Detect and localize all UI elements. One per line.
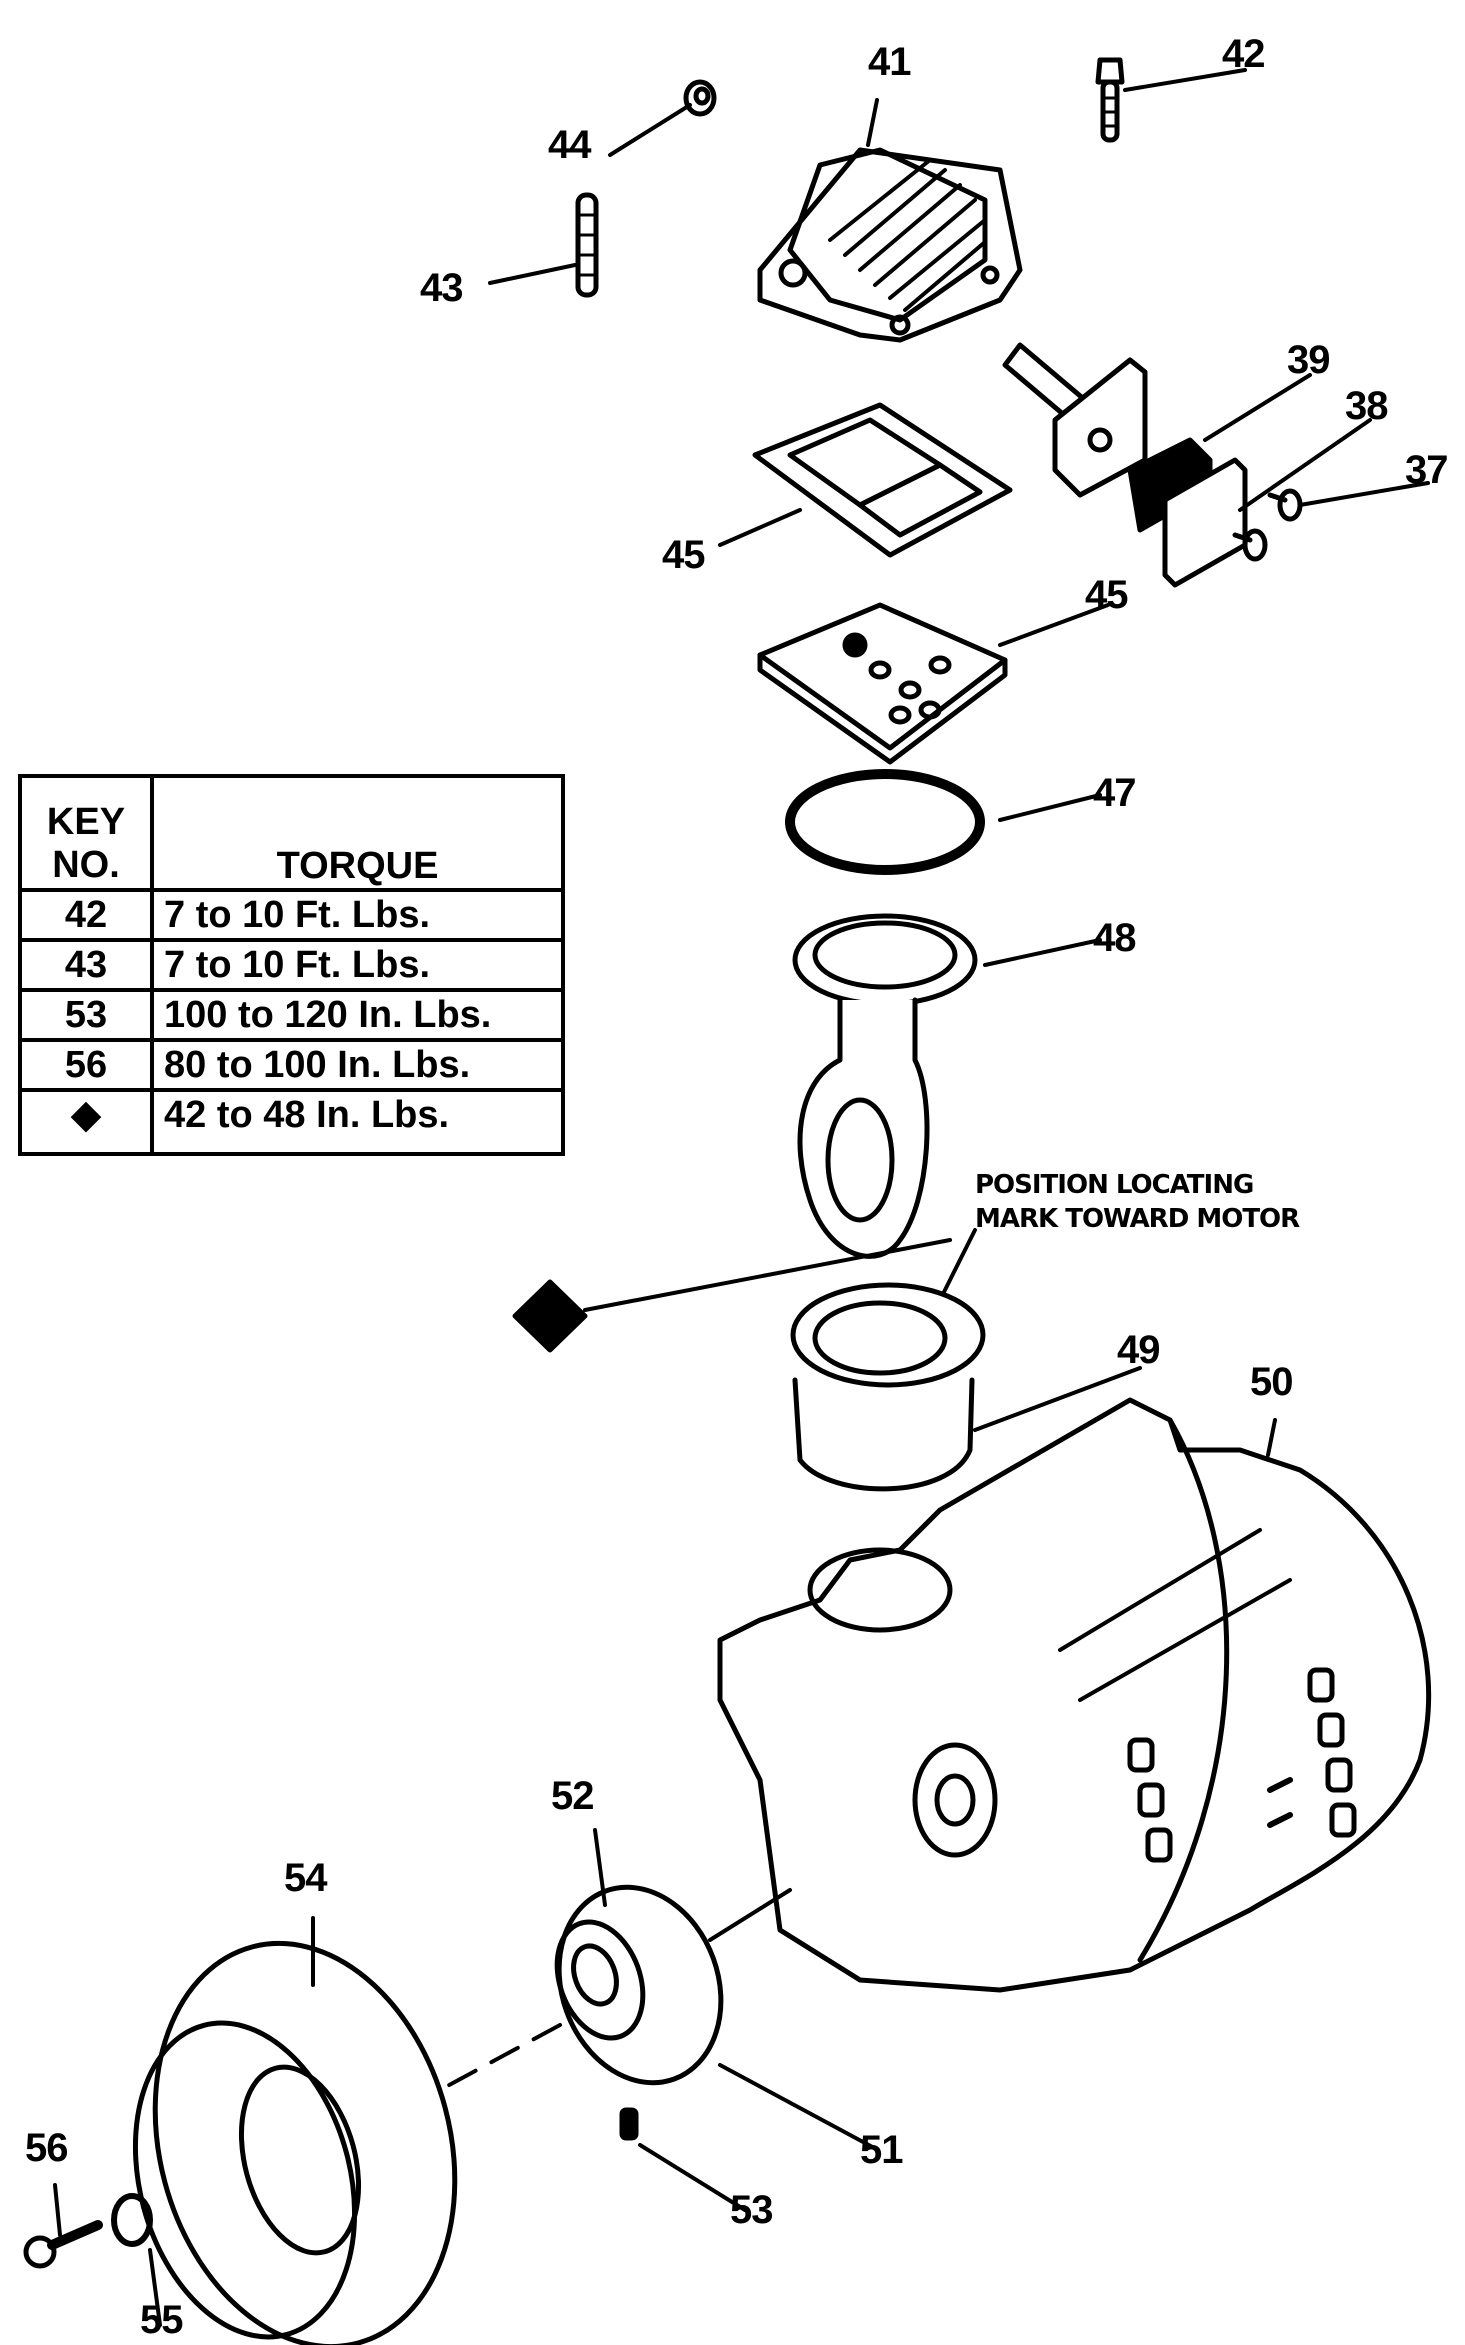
part-38-valve-reed xyxy=(1127,437,1248,588)
callout-41: 41 xyxy=(868,40,911,84)
leader-lines xyxy=(53,68,1430,2327)
header-key-line1: KEY xyxy=(46,800,126,843)
part-56-bolt xyxy=(23,2220,103,2269)
callout-45-upper: 45 xyxy=(662,533,705,577)
part-42-bolt xyxy=(1095,57,1125,143)
callout-45-lower: 45 xyxy=(1085,573,1128,617)
callout-43: 43 xyxy=(420,266,463,310)
row-key: 56 xyxy=(18,1038,154,1092)
table-row: ◆ 42 to 48 In. Lbs. xyxy=(18,1088,565,1156)
row-torque: 7 to 10 Ft. Lbs. xyxy=(150,888,565,942)
position-note-line1: POSITION LOCATING xyxy=(975,1170,1254,1200)
part-51-52-fan-hub xyxy=(438,1884,792,2092)
torque-table: KEY NO. TORQUE 42 7 to 10 Ft. Lbs. 43 7 … xyxy=(18,774,565,1156)
part-54-blower-wheel xyxy=(132,1940,458,2345)
callout-52: 52 xyxy=(551,1774,594,1818)
part-53-set-screw xyxy=(619,2107,639,2141)
part-45-gasket-upper xyxy=(752,402,1013,558)
header-key-no: KEY NO. xyxy=(18,774,154,892)
row-key: 42 xyxy=(18,888,154,942)
row-torque: 80 to 100 In. Lbs. xyxy=(150,1038,565,1092)
row-key-diamond-icon: ◆ xyxy=(18,1088,154,1156)
callout-38: 38 xyxy=(1345,384,1388,428)
callout-50: 50 xyxy=(1250,1360,1293,1404)
callout-37: 37 xyxy=(1405,448,1448,492)
callout-56: 56 xyxy=(25,2126,68,2170)
row-key: 53 xyxy=(18,988,154,1042)
part-37-screws xyxy=(1232,488,1303,562)
callout-47: 47 xyxy=(1093,771,1136,815)
part-41-cylinder-head xyxy=(757,147,1023,343)
header-torque: TORQUE xyxy=(150,774,565,892)
part-50-motor xyxy=(717,1397,1432,1993)
row-torque: 7 to 10 Ft. Lbs. xyxy=(150,938,565,992)
position-note-line2: MARK TOWARD MOTOR xyxy=(975,1204,1300,1234)
position-note: POSITION LOCATING MARK TOWARD MOTOR xyxy=(975,1168,1300,1236)
part-44-nut xyxy=(683,79,717,117)
callout-49: 49 xyxy=(1117,1328,1160,1372)
callout-53: 53 xyxy=(730,2188,773,2232)
table-row: 53 100 to 120 In. Lbs. xyxy=(18,988,565,1042)
table-row: 56 80 to 100 In. Lbs. xyxy=(18,1038,565,1092)
callout-54: 54 xyxy=(284,1856,327,1900)
part-48-piston-rod xyxy=(792,913,978,1259)
part-43-fitting xyxy=(575,192,599,298)
callout-44: 44 xyxy=(548,123,591,167)
part-45-valve-plate xyxy=(757,602,1008,765)
callout-48: 48 xyxy=(1093,916,1136,960)
table-row: 42 7 to 10 Ft. Lbs. xyxy=(18,888,565,942)
part-55-washer xyxy=(111,2193,153,2247)
part-39-valve-body xyxy=(1002,342,1148,498)
callout-39: 39 xyxy=(1287,338,1330,382)
row-torque: 42 to 48 In. Lbs. xyxy=(150,1088,565,1156)
callout-42: 42 xyxy=(1222,32,1265,76)
diamond-icon xyxy=(512,1228,977,1353)
row-key: 43 xyxy=(18,938,154,992)
row-torque: 100 to 120 In. Lbs. xyxy=(150,988,565,1042)
part-49-cylinder-sleeve xyxy=(790,1282,986,1492)
header-key-line2: NO. xyxy=(52,844,120,887)
table-row: 43 7 to 10 Ft. Lbs. xyxy=(18,938,565,992)
callout-51: 51 xyxy=(860,2128,903,2172)
part-47-o-ring xyxy=(785,769,985,875)
torque-table-header: KEY NO. TORQUE xyxy=(18,774,565,892)
callout-55: 55 xyxy=(140,2298,183,2342)
